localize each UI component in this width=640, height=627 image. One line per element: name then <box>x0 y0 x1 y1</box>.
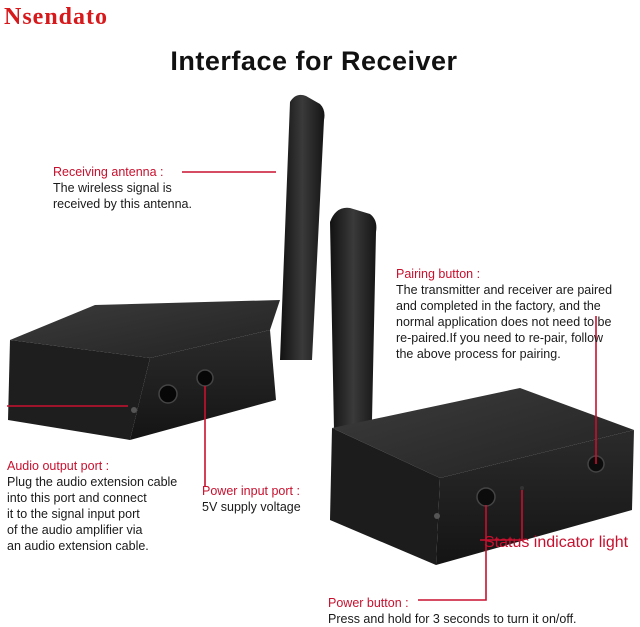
callout-power-button: Power button : Press and hold for 3 seco… <box>328 595 638 627</box>
callout-line: The wireless signal is <box>53 181 172 195</box>
callout-pairing-button: Pairing button : The transmitter and rec… <box>396 266 636 362</box>
callout-line: of the audio amplifier via <box>7 523 143 537</box>
power-jack <box>196 369 214 387</box>
status-led <box>520 486 524 490</box>
right-receiver-unit <box>330 207 634 565</box>
callout-line: re-paired.If you need to re-pair, follow <box>396 331 604 345</box>
callout-heading: Receiving antenna : <box>53 165 164 179</box>
callout-power-input-port: Power input port : 5V supply voltage <box>202 483 342 515</box>
callout-heading: Power button : <box>328 596 409 610</box>
callout-heading: Power input port : <box>202 484 300 498</box>
callout-line: Press and hold for 3 seconds to turn it … <box>328 612 577 626</box>
callout-heading: Audio output port : <box>7 459 110 473</box>
callout-receiving-antenna: Receiving antenna : The wireless signal … <box>53 164 283 212</box>
callout-line: and completed in the factory, and the <box>396 299 601 313</box>
callout-line: into this port and connect <box>7 491 147 505</box>
brand-logo: Nsendato <box>4 4 109 30</box>
callout-line: the above process for pairing. <box>396 347 561 361</box>
callout-status-indicator-light: Status indicator light <box>484 534 629 551</box>
right-antenna <box>330 207 377 430</box>
left-box-top <box>10 300 280 358</box>
power-button-knob <box>476 487 496 507</box>
callout-line: an audio extension cable. <box>7 539 149 553</box>
callout-line: 5V supply voltage <box>202 500 301 514</box>
callout-line: Plug the audio extension cable <box>7 475 178 489</box>
audio-jack <box>158 384 178 404</box>
callout-line: received by this antenna. <box>53 197 192 211</box>
left-box-side <box>8 340 150 440</box>
page-title: Interface for Receiver <box>170 46 458 76</box>
callout-line: it to the signal input port <box>7 507 140 521</box>
left-receiver-unit <box>8 94 325 440</box>
right-box-top <box>332 388 634 478</box>
callout-lines <box>7 171 597 601</box>
callout-line: The transmitter and receiver are paired <box>396 283 613 297</box>
callout-audio-output-port: Audio output port : Plug the audio exten… <box>7 458 197 554</box>
right-box-left <box>330 428 440 565</box>
left-antenna <box>280 94 325 360</box>
callout-line: normal application does not need to be <box>396 315 612 329</box>
callout-heading: Pairing button : <box>396 267 481 281</box>
